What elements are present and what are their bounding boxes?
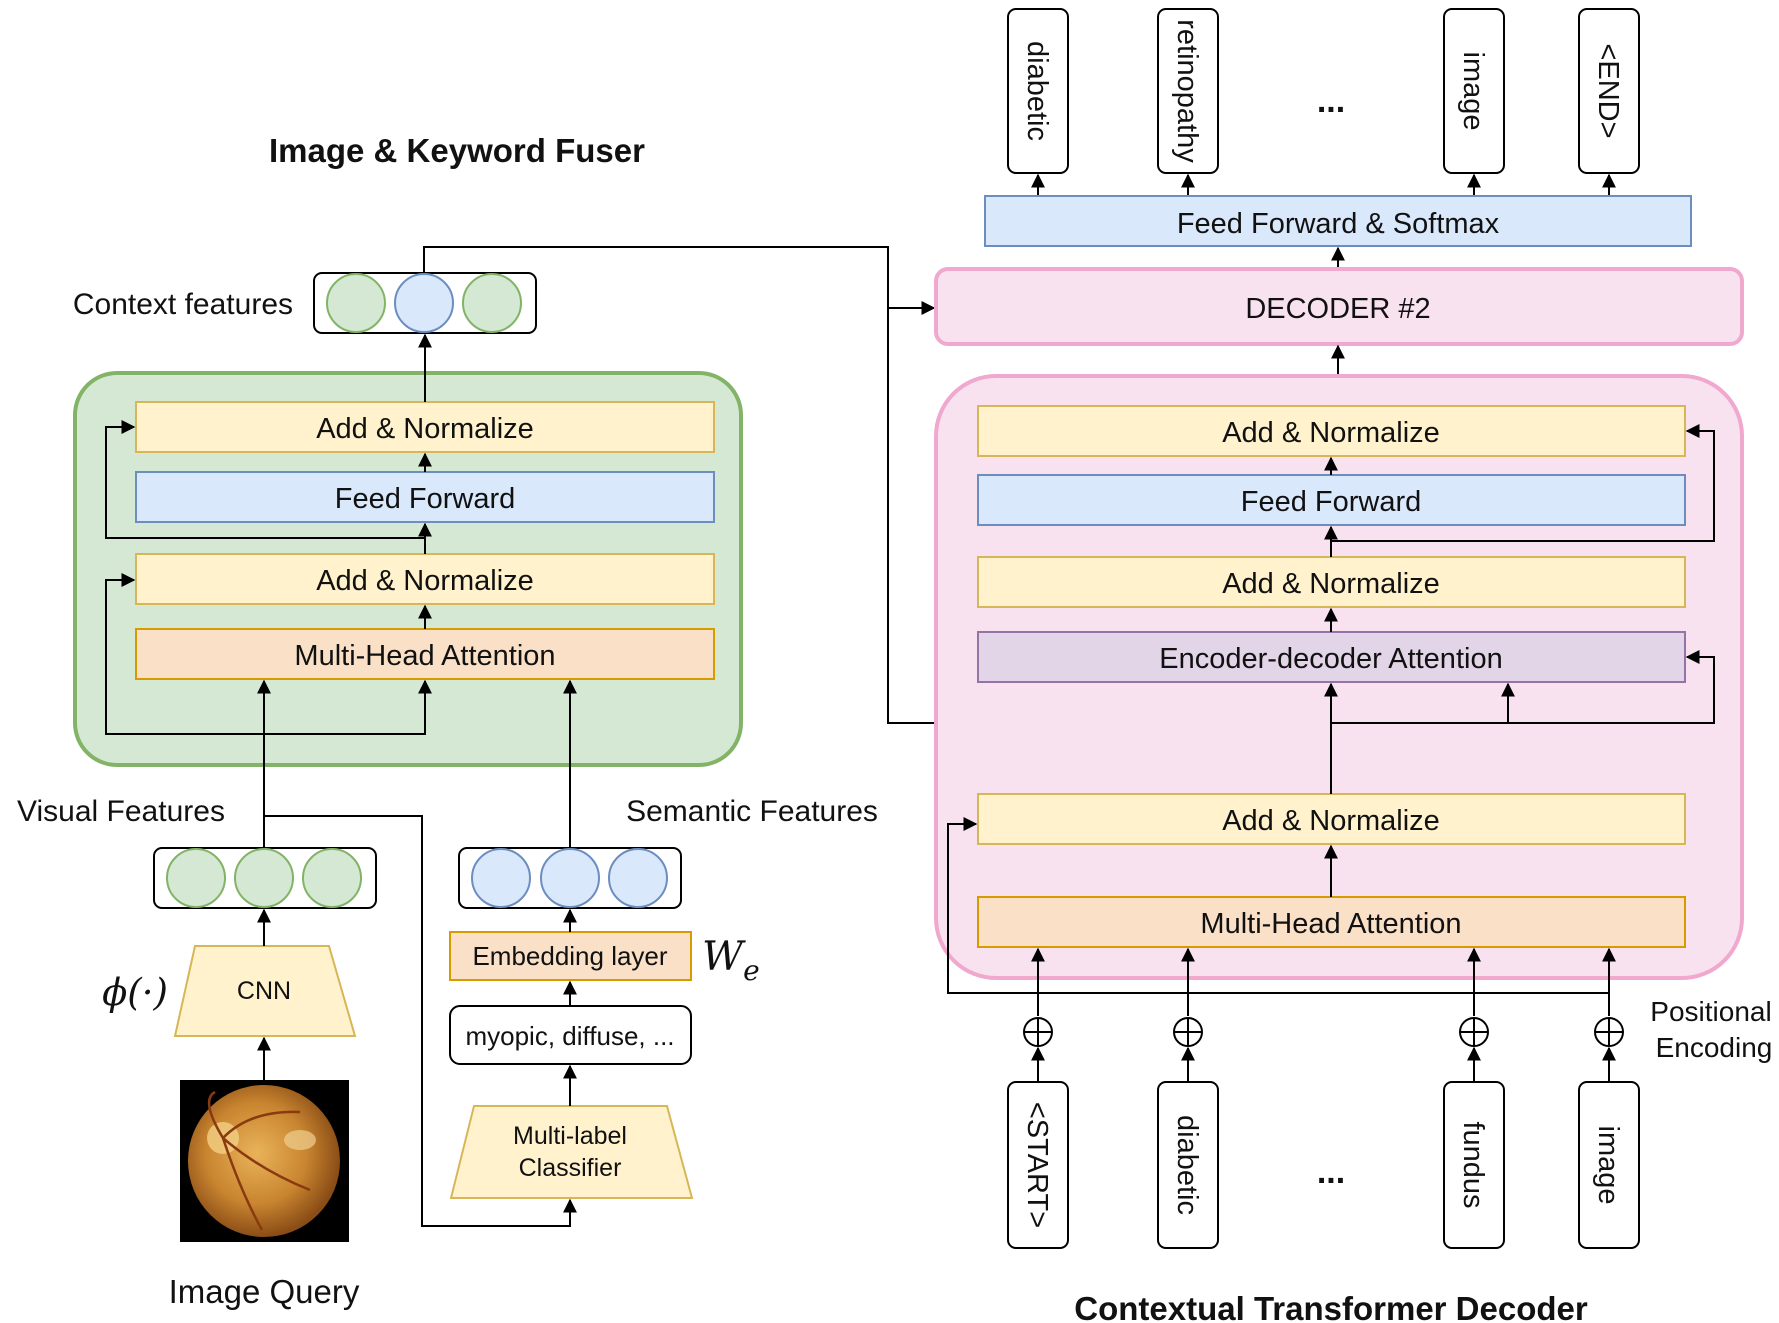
plus-circle-icon <box>1174 1018 1202 1046</box>
context-features-label: Context features <box>73 288 293 321</box>
input-token-box <box>1007 1081 1069 1249</box>
retina-vessels <box>207 1090 311 1231</box>
output-token-box <box>1007 8 1069 174</box>
dec-enc-dec-attention-label: Encoder-decoder Attention <box>1159 643 1502 675</box>
output-token-box <box>1157 8 1219 174</box>
positional-encoding-label-line1: Positional <box>1650 996 1771 1027</box>
output-token-label: image <box>1457 52 1489 131</box>
positional-encoding-label-line2: Encoding <box>1656 1032 1773 1063</box>
residual-arrow <box>105 420 425 539</box>
semantic-feature-circle <box>471 848 531 908</box>
dec-multi-head-attention-label: Multi-Head Attention <box>1200 908 1461 940</box>
input-token-label: fundus <box>1457 1121 1489 1208</box>
residual-arrow <box>105 573 264 735</box>
arrow <box>264 679 432 735</box>
dec-add-normalize-2 <box>977 556 1686 608</box>
semantic-feature-circle <box>608 848 668 908</box>
residual-arrow <box>1331 650 1715 724</box>
visual-feature-circle <box>234 848 294 908</box>
input-token-box <box>1443 1081 1505 1249</box>
embedding-layer-label: Embedding layer <box>472 941 667 971</box>
visual-feature-circle <box>166 848 226 908</box>
context-to-decoder2-arrow <box>423 246 936 315</box>
dec-enc-dec-attention <box>977 631 1686 683</box>
output-token-box <box>1578 8 1640 174</box>
image-query-label: Image Query <box>169 1273 360 1310</box>
context-feature-circle <box>326 273 386 333</box>
keywords-label: myopic, diffuse, ... <box>465 1021 674 1051</box>
input-tokens: <START> diabetic ... fundus image <box>1007 1081 1640 1249</box>
dec-add-normalize-3-label: Add & Normalize <box>1222 805 1440 837</box>
fuser-add-normalize-bottom <box>135 553 715 605</box>
fuser-multi-head-attention-label: Multi-Head Attention <box>294 640 555 672</box>
fuser-add-normalize-top-label: Add & Normalize <box>316 413 534 445</box>
visual-features-label: Visual Features <box>17 795 225 828</box>
dec-add-normalize-1-label: Add & Normalize <box>1222 417 1440 449</box>
classifier-label-line1: Multi-label <box>513 1122 627 1150</box>
decoder2-block <box>934 267 1744 346</box>
input-token-label: diabetic <box>1171 1115 1203 1215</box>
cnn-label: CNN <box>237 977 291 1005</box>
fuser-add-normalize-bottom-label: Add & Normalize <box>316 565 534 597</box>
plus-circle-icon <box>1024 1018 1052 1046</box>
decoder-title: Contextual Transformer Decoder <box>1074 1290 1588 1323</box>
output-token-label: retinopathy <box>1171 19 1203 163</box>
output-ellipsis: ... <box>1317 82 1345 120</box>
output-token-label: <END> <box>1592 43 1624 138</box>
output-tokens: diabetic retinopathy ... image <END> <box>1007 8 1640 174</box>
multi-label-classifier <box>449 1105 694 1199</box>
residual-arrow <box>947 817 1609 994</box>
dec-add-normalize-2-label: Add & Normalize <box>1222 568 1440 600</box>
output-token-label: diabetic <box>1021 41 1053 141</box>
fuser-title: Image & Keyword Fuser <box>269 132 645 169</box>
plus-circle-icon <box>1595 1018 1623 1046</box>
visual-feature-circle <box>302 848 362 908</box>
positional-encoding-adders <box>1023 1017 1624 1047</box>
dec-feed-forward-label: Feed Forward <box>1241 486 1422 518</box>
dec-multi-head-attention <box>977 896 1686 948</box>
we-label: We <box>702 934 760 987</box>
arrow <box>1331 682 1515 724</box>
feed-forward-softmax <box>984 195 1692 247</box>
fuser-feed-forward <box>135 471 715 523</box>
phi-label: ϕ(·) <box>102 971 168 1014</box>
fuser-add-normalize-top <box>135 401 715 453</box>
feed-forward-softmax-label: Feed Forward & Softmax <box>1177 208 1500 240</box>
cnn-block <box>173 945 357 1037</box>
residual-arrow <box>1331 424 1715 542</box>
visual-to-classifier-arrow <box>264 815 577 1227</box>
input-token-box <box>1578 1081 1640 1249</box>
output-token-box <box>1443 8 1505 174</box>
input-token-label: <START> <box>1021 1102 1053 1228</box>
semantic-features-label: Semantic Features <box>626 795 878 828</box>
input-token-label: image <box>1592 1126 1624 1205</box>
context-feature-circle <box>462 273 522 333</box>
plus-circle-icon <box>1460 1018 1488 1046</box>
retina-lesion <box>284 1130 316 1150</box>
context-feature-circle <box>394 273 454 333</box>
input-ellipsis: ... <box>1317 1153 1345 1191</box>
input-token-box <box>1157 1081 1219 1249</box>
fuser-feed-forward-label: Feed Forward <box>335 483 516 515</box>
decoder2-label: DECODER #2 <box>1245 293 1430 325</box>
classifier-label-line2: Classifier <box>519 1154 622 1182</box>
semantic-feature-circle <box>540 848 600 908</box>
dec-add-normalize-1 <box>977 405 1686 457</box>
